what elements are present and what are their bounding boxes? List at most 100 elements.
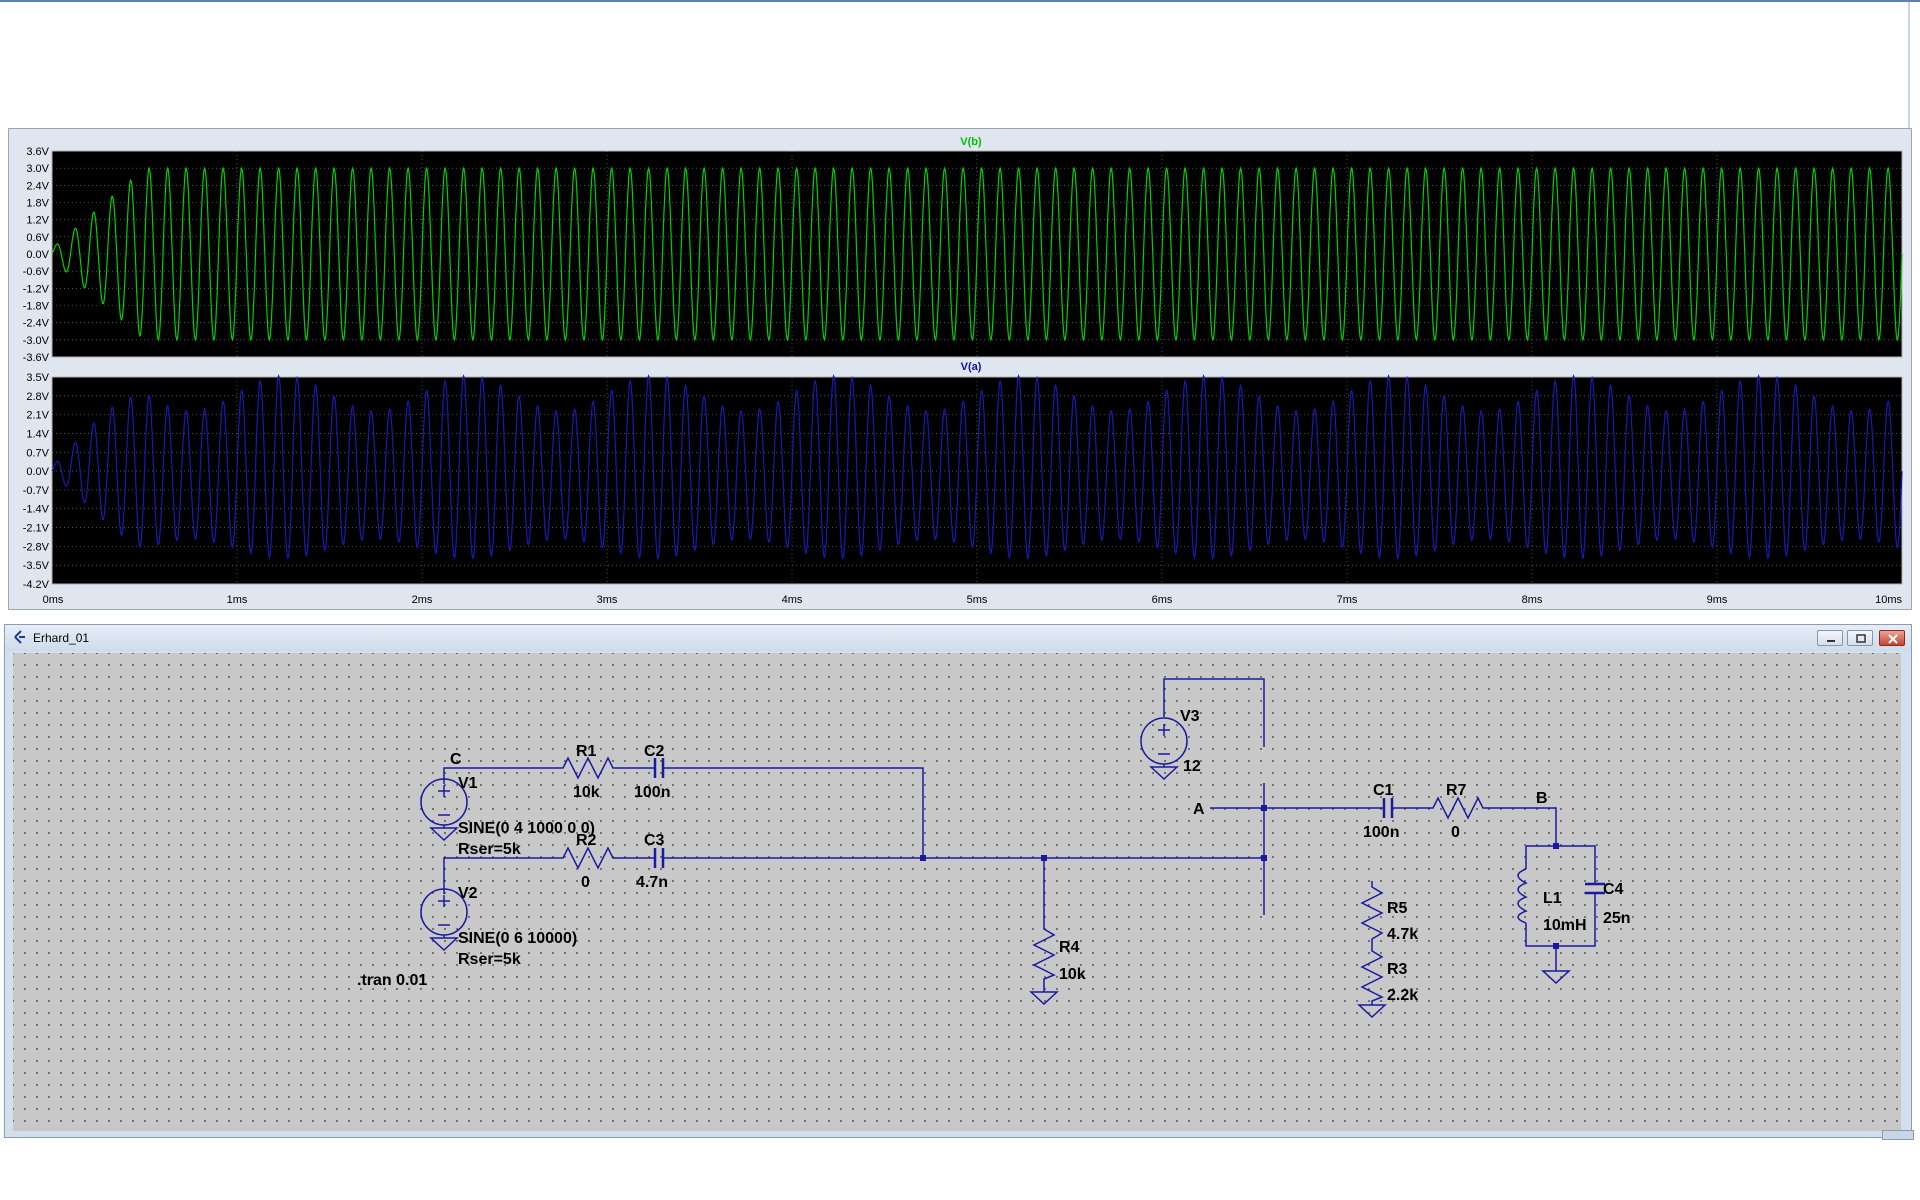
net-label-c[interactable]: C: [450, 751, 462, 768]
bottom-trace-label[interactable]: V(a): [961, 361, 982, 373]
l1-name[interactable]: L1: [1543, 890, 1562, 907]
r4-name[interactable]: R4: [1059, 939, 1080, 956]
minimize-icon: [1827, 640, 1835, 642]
c3-value[interactable]: 4.7n: [636, 874, 668, 891]
x-tick-label: 4ms: [782, 594, 803, 606]
y-tick-label: -4.2V: [23, 579, 50, 591]
minimize-button[interactable]: [1817, 630, 1843, 646]
top-scroll-edge: [1908, 2, 1910, 130]
v3-source[interactable]: [1140, 717, 1188, 781]
x-tick-label: 5ms: [967, 594, 988, 606]
y-tick-label: 1.4V: [26, 428, 49, 440]
v1-value[interactable]: SINE(0 4 1000 0 0): [458, 820, 595, 837]
y-tick-label: -1.4V: [23, 504, 50, 516]
r1-resistor[interactable]: [553, 756, 619, 780]
y-tick-label: 1.8V: [26, 198, 49, 210]
l1-value[interactable]: 10mH: [1543, 917, 1587, 934]
l1-inductor[interactable]: [1517, 868, 1528, 924]
wires: [443, 678, 1596, 971]
schematic-titlebar[interactable]: Erhard_01: [5, 625, 1911, 651]
r3-name[interactable]: R3: [1387, 961, 1408, 978]
y-tick-label: -1.2V: [23, 283, 50, 295]
schematic-window[interactable]: Erhard_01: [4, 624, 1912, 1138]
r5-value[interactable]: 4.7k: [1387, 926, 1418, 943]
waveform-plot[interactable]: V(b) 3.6V3.0V2.4V1.8V1.2V0.6V0.0V-0.6V-1…: [9, 129, 1913, 611]
x-tick-label: 0ms: [43, 594, 64, 606]
c4-capacitor[interactable]: [1585, 882, 1605, 895]
bottom-scroll-corner: [1882, 1130, 1914, 1140]
maximize-button[interactable]: [1847, 630, 1873, 646]
v2-source[interactable]: [420, 888, 468, 952]
y-tick-label: 2.4V: [26, 180, 49, 192]
ltspice-app-icon[interactable]: [13, 630, 27, 644]
c1-capacitor[interactable]: [1382, 798, 1394, 818]
y-tick-label: 3.6V: [26, 146, 49, 158]
y-tick-label: -2.1V: [23, 523, 50, 535]
y-tick-label: 2.1V: [26, 410, 49, 422]
x-tick-label: 8ms: [1522, 594, 1543, 606]
net-label-a[interactable]: A: [1193, 801, 1205, 818]
r3-value[interactable]: 2.2k: [1387, 987, 1418, 1004]
c4-name[interactable]: C4: [1603, 881, 1624, 898]
r2-resistor[interactable]: [553, 846, 619, 870]
r3-resistor[interactable]: [1360, 945, 1384, 1005]
y-tick-label: 2.8V: [26, 391, 49, 403]
c1-name[interactable]: C1: [1373, 782, 1394, 799]
r5-resistor[interactable]: [1360, 881, 1384, 945]
x-tick-label: 3ms: [597, 594, 618, 606]
c2-value[interactable]: 100n: [634, 784, 670, 801]
r2-name[interactable]: R2: [576, 832, 597, 849]
v1-name[interactable]: V1: [458, 775, 478, 792]
x-tick-label: 9ms: [1707, 594, 1728, 606]
y-tick-label: -2.8V: [23, 541, 50, 553]
c2-name[interactable]: C2: [644, 743, 665, 760]
x-tick-label: 7ms: [1337, 594, 1358, 606]
r4-ground-icon: [1029, 991, 1059, 1006]
r1-name[interactable]: R1: [576, 743, 597, 760]
r5-name[interactable]: R5: [1387, 900, 1408, 917]
x-tick-label: 10ms: [1875, 594, 1902, 606]
y-tick-label: -2.4V: [23, 318, 50, 330]
x-tick-label: 2ms: [412, 594, 433, 606]
c2-capacitor[interactable]: [653, 758, 665, 778]
tran-directive[interactable]: .tran 0.01: [357, 972, 427, 989]
y-tick-label: 0.0V: [26, 249, 49, 261]
c3-name[interactable]: C3: [644, 832, 665, 849]
c3-capacitor[interactable]: [653, 848, 665, 868]
v3-name[interactable]: V3: [1180, 708, 1200, 725]
y-tick-label: -3.6V: [23, 352, 50, 364]
r4-resistor[interactable]: [1032, 923, 1056, 992]
r1-value[interactable]: 10k: [573, 784, 600, 801]
restore-icon: [1856, 634, 1866, 643]
v1-source[interactable]: [420, 778, 468, 842]
v2-value[interactable]: SINE(0 6 10000): [458, 930, 577, 947]
y-tick-label: -1.8V: [23, 301, 50, 313]
v1-rser[interactable]: Rser=5k: [458, 841, 521, 858]
close-button[interactable]: [1879, 630, 1905, 646]
y-tick-label: -0.6V: [23, 266, 50, 278]
close-icon: [1888, 634, 1898, 644]
r2-value[interactable]: 0: [581, 874, 590, 891]
bottom-pane-grid: [52, 377, 1902, 584]
tank-ground-icon: [1541, 970, 1571, 985]
v3-value[interactable]: 12: [1183, 758, 1201, 775]
r4-value[interactable]: 10k: [1059, 966, 1086, 983]
x-tick-label: 6ms: [1152, 594, 1173, 606]
c4-value[interactable]: 25n: [1603, 910, 1631, 927]
v2-rser[interactable]: Rser=5k: [458, 951, 521, 968]
c1-value[interactable]: 100n: [1363, 824, 1399, 841]
r7-name[interactable]: R7: [1446, 782, 1467, 799]
top-trace-label[interactable]: V(b): [960, 136, 982, 148]
bottom-y-axis: 3.5V2.8V2.1V1.4V0.7V0.0V-0.7V-1.4V-2.1V-…: [23, 372, 50, 591]
schematic-canvas[interactable]: V1 SINE(0 4 1000 0 0) Rser=5k C V2 SINE(…: [13, 653, 1901, 1131]
schematic-drawing[interactable]: V1 SINE(0 4 1000 0 0) Rser=5k C V2 SINE(…: [13, 653, 1901, 1131]
net-label-b[interactable]: B: [1536, 790, 1548, 807]
r7-resistor[interactable]: [1423, 796, 1488, 820]
junctions: [920, 805, 1559, 949]
v2-name[interactable]: V2: [458, 885, 478, 902]
top-blank-area: [0, 0, 1920, 130]
y-tick-label: 0.6V: [26, 232, 49, 244]
r7-value[interactable]: 0: [1451, 824, 1460, 841]
